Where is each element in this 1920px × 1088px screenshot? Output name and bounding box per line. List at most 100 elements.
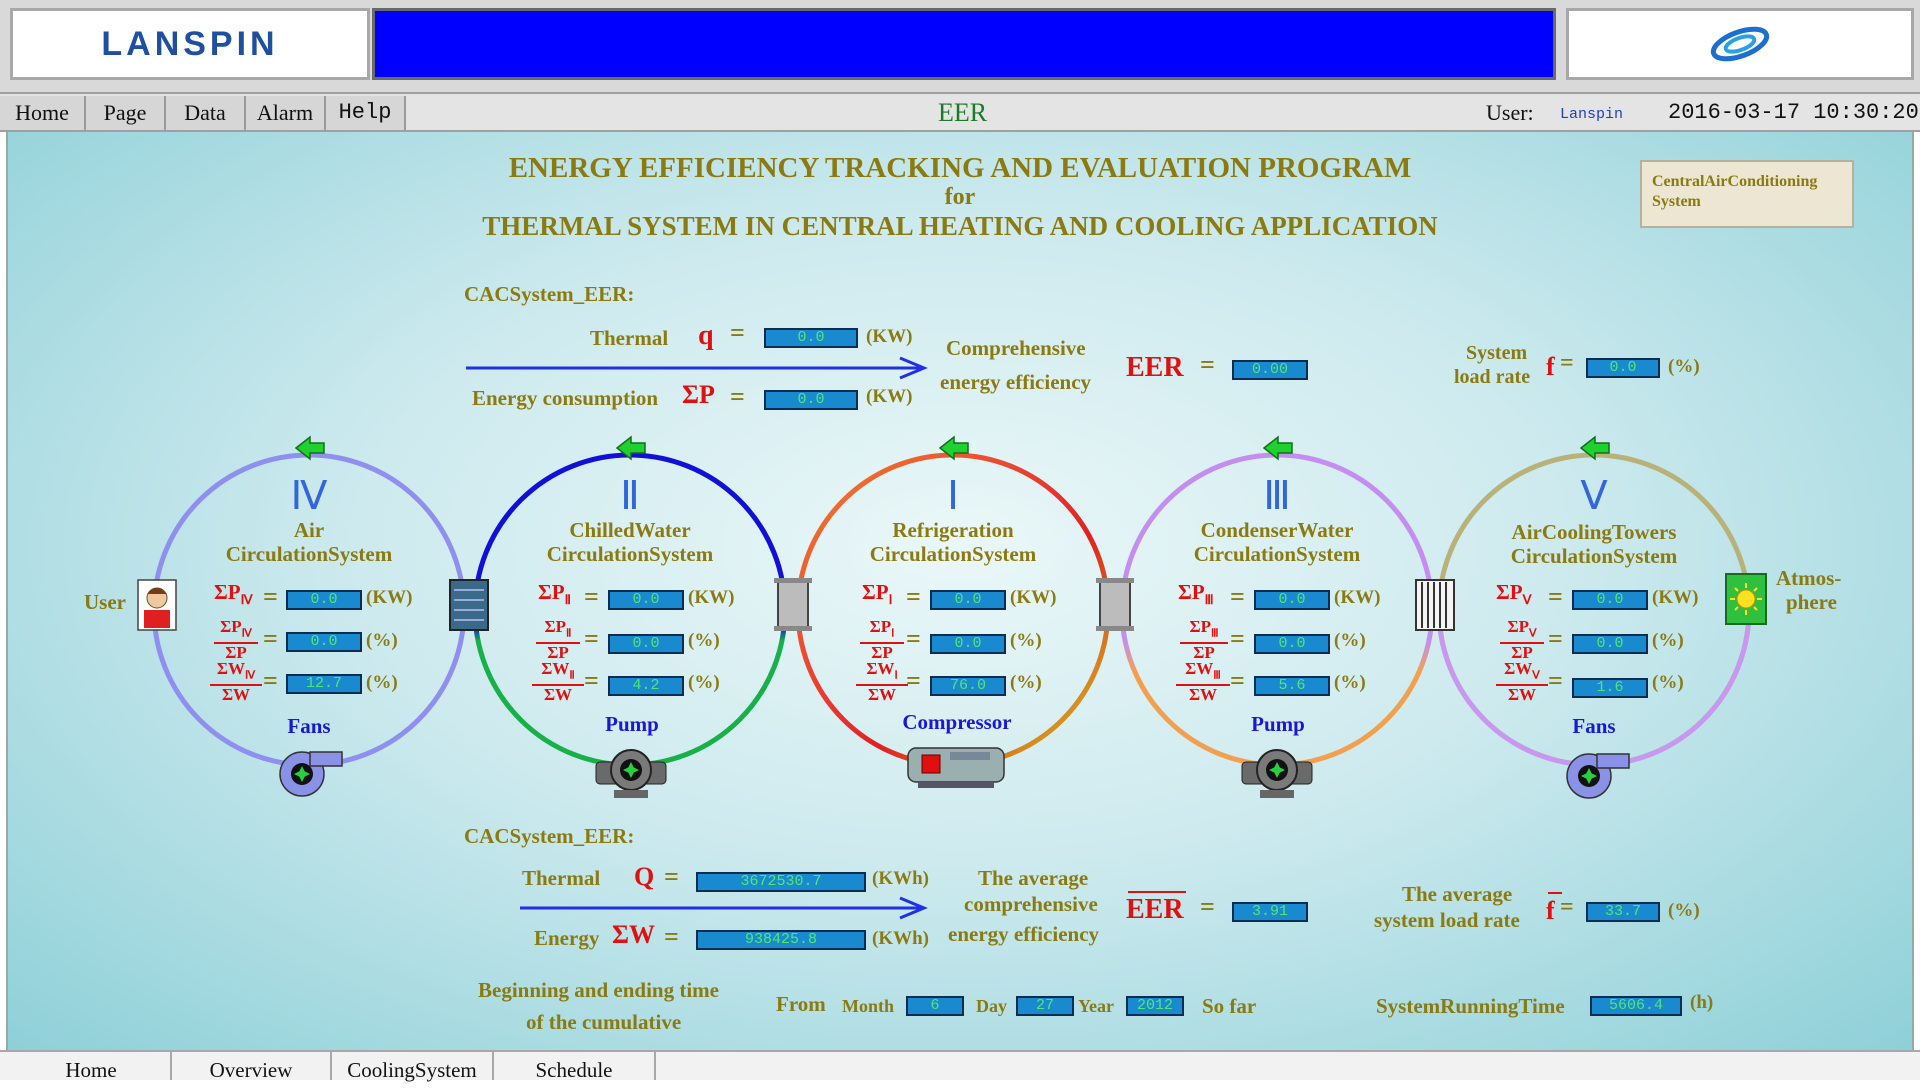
datetime: 2016-03-17 10:30:20 [1668,100,1919,125]
load-value: 0.0 [1586,358,1660,378]
thermal-label: Thermal [590,326,669,350]
system-v-p-value: 0.0 [1572,590,1648,610]
user-label: User: [1486,100,1534,125]
system-ii-p-value: 0.0 [608,590,684,610]
fan-icon-tower [1566,753,1630,799]
cooling-tower-icon [1415,579,1455,631]
day-value[interactable]: 27 [1016,996,1074,1016]
system-iii-p-label: ΣPⅢ [1178,580,1214,608]
begin-line1: Beginning and ending time [478,978,719,1002]
atmosphere-label-2: phere [1786,590,1837,614]
avg-load-line1: The average [1402,882,1513,906]
pump-icon-condenser [1241,749,1313,798]
system-iii-roman: Ⅲ [1263,473,1291,518]
system-iv-p-label: ΣPⅣ [214,580,253,608]
system-v-pp-value: 0.0 [1572,634,1648,654]
compressor-icon [907,747,1005,788]
footer-nav: Home Overview CoolingSystem Schedule [0,1050,1920,1082]
cum-thermal-symbol: Q [634,862,655,891]
program-title-for: for [944,184,976,210]
fan-icon-air [279,751,343,797]
page-title: EER [938,98,988,127]
begin-line2: of the cumulative [526,1010,682,1034]
menu-alarm[interactable]: Alarm [246,96,326,130]
footer-tab-overview[interactable]: Overview [172,1052,332,1082]
year-value[interactable]: 2012 [1126,996,1184,1016]
avg-line1: The average [978,866,1089,890]
menu-data[interactable]: Data [166,96,246,130]
equals-sign: = [730,382,745,411]
system-iii-w-value: 5.6 [1254,676,1330,696]
system-i-p-label: ΣPⅠ [862,580,893,608]
cum-energy-value: 938425.8 [696,930,866,950]
thermal-symbol: q [698,320,714,351]
running-time-unit: (h) [1690,992,1714,1013]
avg-load-unit: (%) [1668,900,1700,921]
footer-tab-home[interactable]: Home [12,1052,172,1082]
load-unit: (%) [1668,356,1700,377]
title-banner [372,8,1556,80]
avatar [137,579,177,631]
eer-value: 0.00 [1232,360,1308,380]
system-i-w-value: 76.0 [930,676,1006,696]
equals-sign: = [1200,892,1215,921]
avg-line3: energy efficiency [948,922,1100,946]
system-iv-roman: Ⅳ [290,473,328,518]
system-i-pp-value: 0.0 [930,634,1006,654]
thermal-value: 0.0 [764,328,858,348]
system-v-device: Fans [1572,714,1616,738]
cum-thermal-value: 3672530.7 [696,872,866,892]
year-label: Year [1078,996,1114,1016]
energy-symbol: ΣP [682,380,715,409]
cum-thermal-unit: (KWh) [872,868,929,889]
footer-tab-coolingsystem[interactable]: CoolingSystem [332,1052,494,1082]
system-ii-w-value: 4.2 [608,676,684,696]
avg-load-symbol: f [1546,896,1555,925]
system-iii-device: Pump [1251,712,1305,736]
system-iv-pp-value: 0.0 [286,632,362,652]
cum-thermal-label: Thermal [522,866,601,890]
system-iv-device: Fans [287,714,331,738]
cumulative-heading: CACSystem_EER: [464,824,635,848]
day-label: Day [976,996,1007,1016]
cum-energy-label: Energy [534,926,600,950]
energy-label: Energy consumption [472,386,659,410]
avg-line2: comprehensive [964,892,1098,916]
system-ii-p-label: ΣPⅡ [538,580,571,608]
cum-energy-unit: (KWh) [872,928,929,949]
menu-help[interactable]: Help [326,96,406,130]
emblem-icon [1710,26,1770,62]
system-iii-pp-value: 0.0 [1254,634,1330,654]
evaporator-icon [774,578,812,631]
condenser-icon [1096,578,1134,631]
system-select-button[interactable]: CentralAirConditioning System [1640,160,1854,228]
system-iii-p-value: 0.0 [1254,590,1330,610]
emblem-logo [1566,8,1914,80]
so-far-label: So far [1202,994,1257,1018]
menu-bar: Home Page Data Alarm Help EER User: Lans… [0,92,1920,132]
energy-value: 0.0 [764,390,858,410]
load-line1: System [1466,342,1528,364]
system-i-roman: Ⅰ [947,473,959,518]
sun-icon [1725,573,1767,625]
footer-tab-schedule[interactable]: Schedule [494,1052,656,1082]
system-iv-w-value: 12.7 [286,674,362,694]
month-value[interactable]: 6 [906,996,964,1016]
atmosphere-label-1: Atmos- [1776,566,1842,590]
cum-energy-symbol: ΣW [612,920,655,949]
user-side-label: User [84,590,126,614]
menu-home[interactable]: Home [0,96,86,130]
thermal-unit: (KW) [866,326,913,347]
program-title: ENERGY EFFICIENCY TRACKING AND EVALUATIO… [508,152,1412,184]
menu-page[interactable]: Page [86,96,166,130]
system-v-roman: Ⅴ [1580,473,1608,518]
